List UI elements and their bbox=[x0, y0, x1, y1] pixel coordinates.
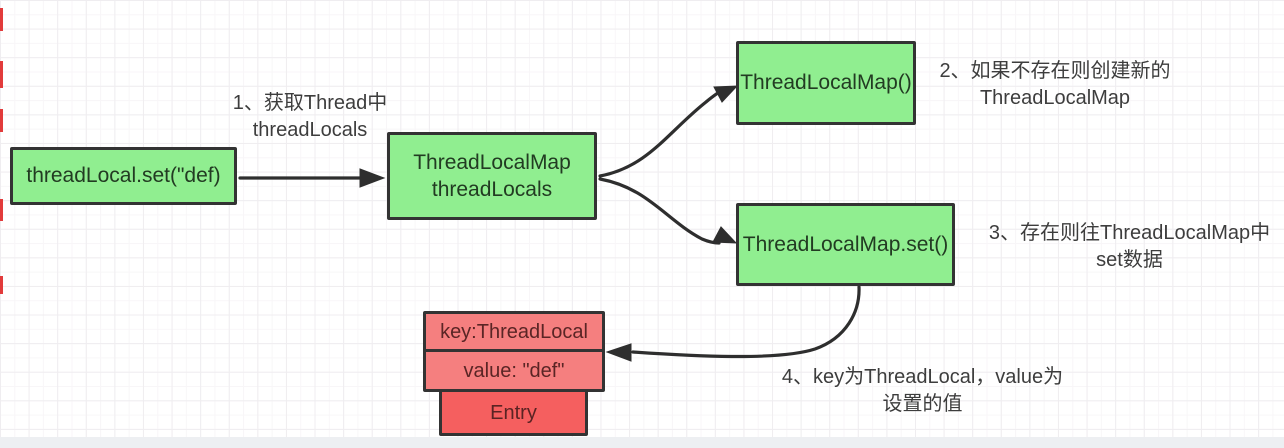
node-new-threadlocalmap: ThreadLocalMap() bbox=[736, 41, 916, 125]
annotation-line: 3、存在则往ThreadLocalMap中 bbox=[988, 222, 1271, 244]
annotation-step1: 1、获取Thread中 threadLocals bbox=[215, 90, 405, 144]
node-label-line2: threadLocals bbox=[431, 178, 553, 201]
arrowhead bbox=[713, 85, 739, 103]
arrow-field-to-newmap bbox=[598, 88, 724, 178]
node-entry-value: value: "def" bbox=[423, 349, 605, 392]
node-label: threadLocal.set("def) bbox=[26, 164, 221, 188]
node-label: ThreadLocalMap() bbox=[740, 71, 912, 95]
node-label-line1: ThreadLocalMap bbox=[413, 150, 571, 174]
left-edge-red-mark bbox=[0, 109, 3, 132]
bottom-gray-band bbox=[0, 437, 1284, 448]
node-label: ThreadLocalMap threadLocals bbox=[413, 149, 571, 204]
node-threadlocalmap-set: ThreadLocalMap.set() bbox=[736, 203, 955, 286]
arrowhead bbox=[605, 343, 632, 362]
annotation-line: set数据 bbox=[1096, 249, 1163, 271]
node-threadlocal-set-call: threadLocal.set("def) bbox=[10, 147, 237, 205]
annotation-line: 1、获取Thread中 bbox=[232, 92, 388, 114]
arrow-mapset-to-entry bbox=[631, 285, 861, 359]
annotation-step2: 2、如果不存在则创建新的 ThreadLocalMap bbox=[915, 58, 1195, 112]
left-edge-red-mark bbox=[0, 276, 3, 294]
annotation-line: 4、key为ThreadLocal，value为 bbox=[781, 366, 1064, 388]
arrowhead bbox=[359, 168, 386, 188]
node-label: value: "def" bbox=[463, 359, 565, 382]
annotation-line: threadLocals bbox=[252, 119, 368, 141]
left-edge-red-mark bbox=[0, 61, 3, 88]
annotation-line: 2、如果不存在则创建新的 bbox=[939, 60, 1171, 82]
annotation-line: 设置的值 bbox=[882, 393, 963, 415]
arrowhead bbox=[712, 226, 738, 244]
annotation-step4: 4、key为ThreadLocal，value为 设置的值 bbox=[765, 364, 1080, 418]
node-label: key:ThreadLocal bbox=[440, 320, 588, 343]
node-entry: Entry bbox=[439, 389, 588, 436]
arrow-field-to-mapset bbox=[598, 177, 721, 245]
annotation-line: ThreadLocalMap bbox=[979, 87, 1131, 109]
left-edge-red-mark bbox=[0, 199, 3, 221]
node-label: ThreadLocalMap.set() bbox=[742, 232, 949, 256]
node-label: Entry bbox=[490, 401, 537, 424]
node-entry-key: key:ThreadLocal bbox=[423, 311, 605, 352]
node-threadlocalmap-field: ThreadLocalMap threadLocals bbox=[387, 132, 597, 220]
left-edge-red-mark bbox=[0, 8, 3, 31]
annotation-step3: 3、存在则往ThreadLocalMap中 set数据 bbox=[975, 220, 1284, 274]
